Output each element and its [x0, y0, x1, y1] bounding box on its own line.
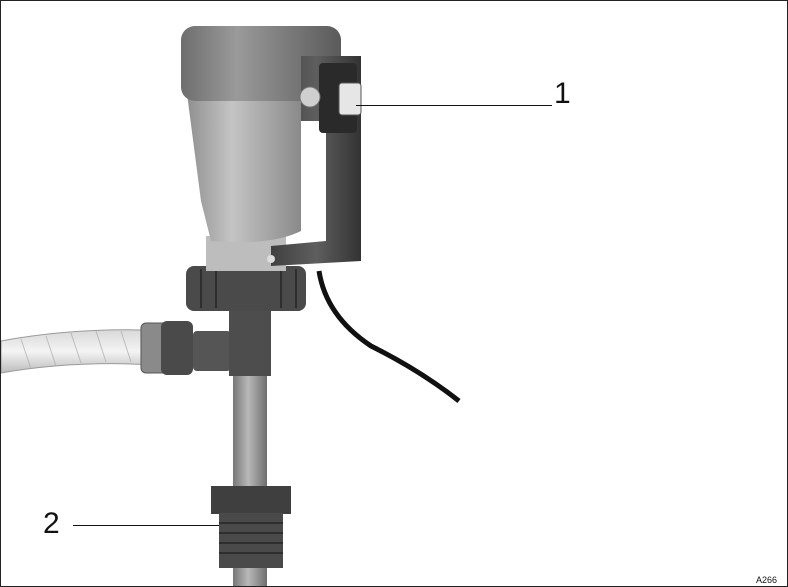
screw [299, 86, 321, 108]
bung-adapter-hex [211, 486, 291, 514]
callout-leader-1 [356, 105, 552, 106]
motor-housing [186, 86, 301, 243]
power-cable [316, 270, 461, 403]
union-nut [186, 266, 306, 311]
screw [267, 255, 275, 263]
hose-nut [161, 321, 193, 375]
figure-code: A266 [756, 575, 778, 585]
callout-number-1: 1 [554, 77, 571, 110]
pump-body [229, 301, 271, 376]
callout-number-2: 2 [43, 507, 60, 540]
switch [338, 82, 362, 116]
bung-adapter-thread [219, 513, 283, 568]
callout-leader-2 [73, 525, 219, 526]
outlet-elbow [193, 331, 231, 371]
